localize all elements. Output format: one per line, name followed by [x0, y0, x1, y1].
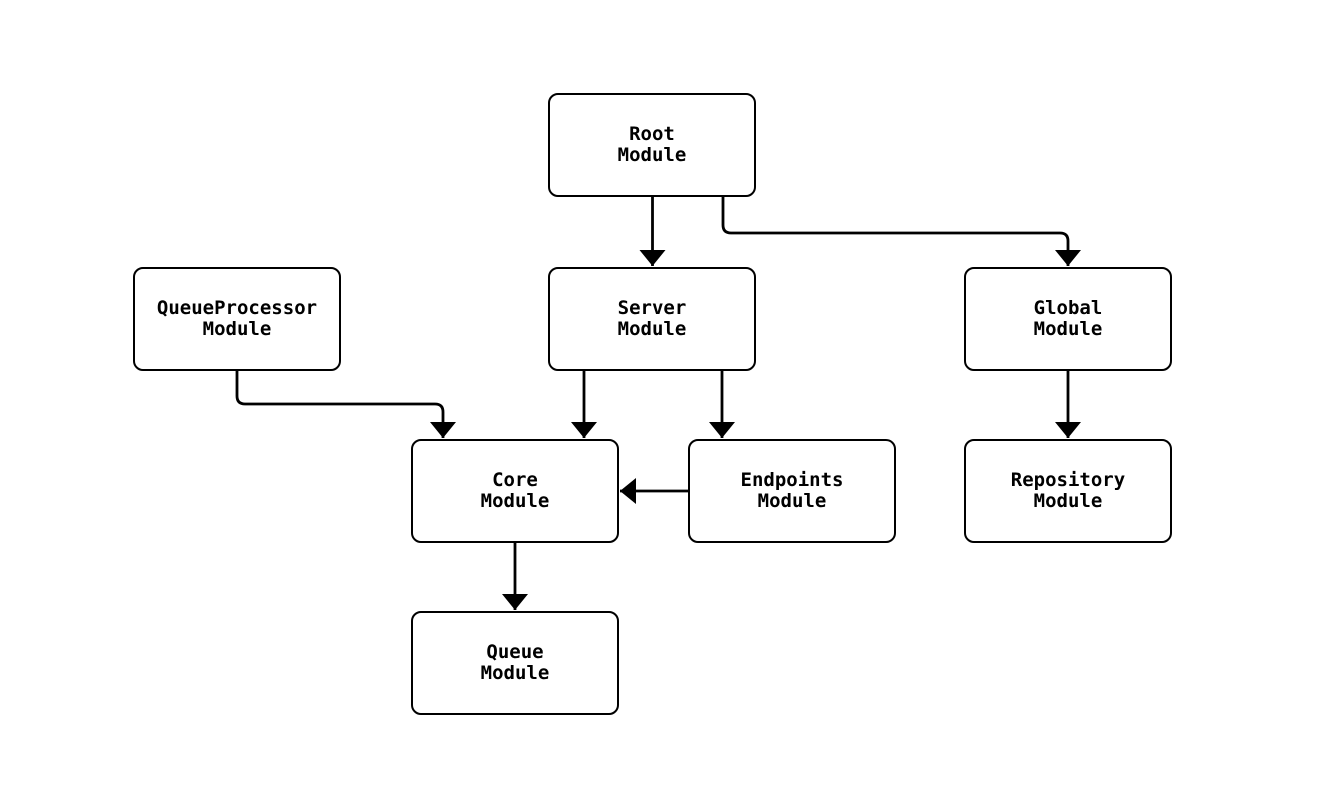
node-queueprocessor-module: QueueProcessor Module — [133, 267, 341, 371]
node-endpoints-module-label: Endpoints Module — [740, 468, 844, 512]
node-root-module: Root Module — [548, 93, 756, 197]
node-repository-module-label: Repository Module — [1010, 468, 1126, 512]
edge-root-to-global — [721, 197, 1081, 266]
edge-queueprocessor-to-core — [235, 371, 456, 438]
node-core-module-label: Core Module — [480, 468, 550, 512]
node-global-module: Global Module — [964, 267, 1172, 371]
node-queue-module-label: Queue Module — [480, 640, 550, 684]
node-queueprocessor-module-label: QueueProcessor Module — [156, 296, 318, 340]
node-root-module-label: Root Module — [617, 122, 687, 166]
node-queue-module: Queue Module — [411, 611, 619, 715]
node-endpoints-module: Endpoints Module — [688, 439, 896, 543]
node-server-module: Server Module — [548, 267, 756, 371]
node-repository-module: Repository Module — [964, 439, 1172, 543]
node-server-module-label: Server Module — [617, 296, 687, 340]
node-core-module: Core Module — [411, 439, 619, 543]
node-global-module-label: Global Module — [1033, 296, 1103, 340]
